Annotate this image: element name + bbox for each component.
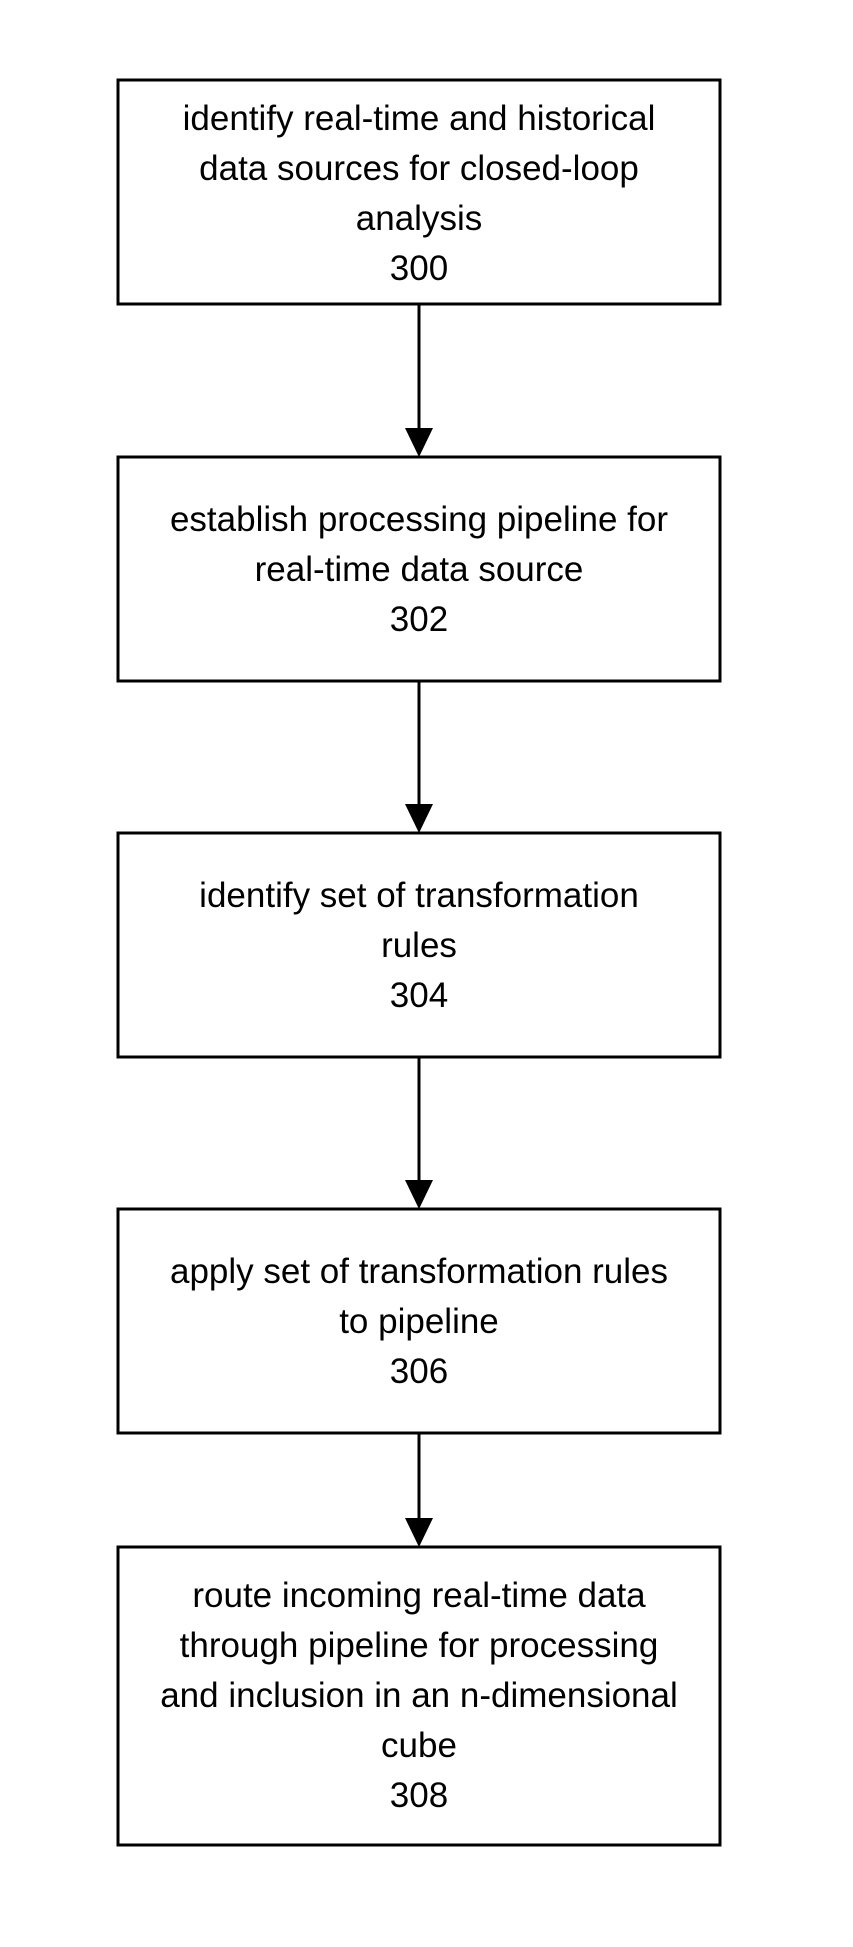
step-box-306: apply set of transformation rules to pip… (118, 1209, 720, 1433)
step-304-line-2: rules (381, 926, 457, 965)
arrow-306-to-308 (405, 1433, 433, 1547)
step-300-line-3: analysis (356, 199, 482, 238)
step-308-line-1: route incoming real-time data (192, 1576, 646, 1615)
step-302-line-2: real-time data source (255, 550, 584, 589)
step-box-302: establish processing pipeline for real-t… (118, 457, 720, 681)
step-308-line-3: and inclusion in an n-dimensional (160, 1676, 678, 1715)
step-300-line-1: identify real-time and historical (183, 99, 656, 138)
step-300-line-2: data sources for closed-loop (199, 149, 639, 188)
arrow-302-to-304 (405, 681, 433, 833)
step-306-line-1: apply set of transformation rules (170, 1252, 668, 1291)
arrow-300-to-302 (405, 304, 433, 457)
step-308-line-4: cube (381, 1726, 457, 1765)
arrow-304-to-306 (405, 1057, 433, 1209)
step-302-line-1: establish processing pipeline for (170, 500, 668, 539)
step-304-ref: 304 (390, 976, 448, 1015)
step-box-308: route incoming real-time data through pi… (118, 1547, 720, 1845)
step-box-300: identify real-time and historical data s… (118, 80, 720, 304)
step-box-304: identify set of transformation rules 304 (118, 833, 720, 1057)
step-306-ref: 306 (390, 1352, 448, 1391)
step-308-ref: 308 (390, 1776, 448, 1815)
step-306-line-2: to pipeline (339, 1302, 499, 1341)
step-304-line-1: identify set of transformation (199, 876, 639, 915)
step-300-ref: 300 (390, 249, 448, 288)
step-302-ref: 302 (390, 600, 448, 639)
step-308-line-2: through pipeline for processing (180, 1626, 659, 1665)
